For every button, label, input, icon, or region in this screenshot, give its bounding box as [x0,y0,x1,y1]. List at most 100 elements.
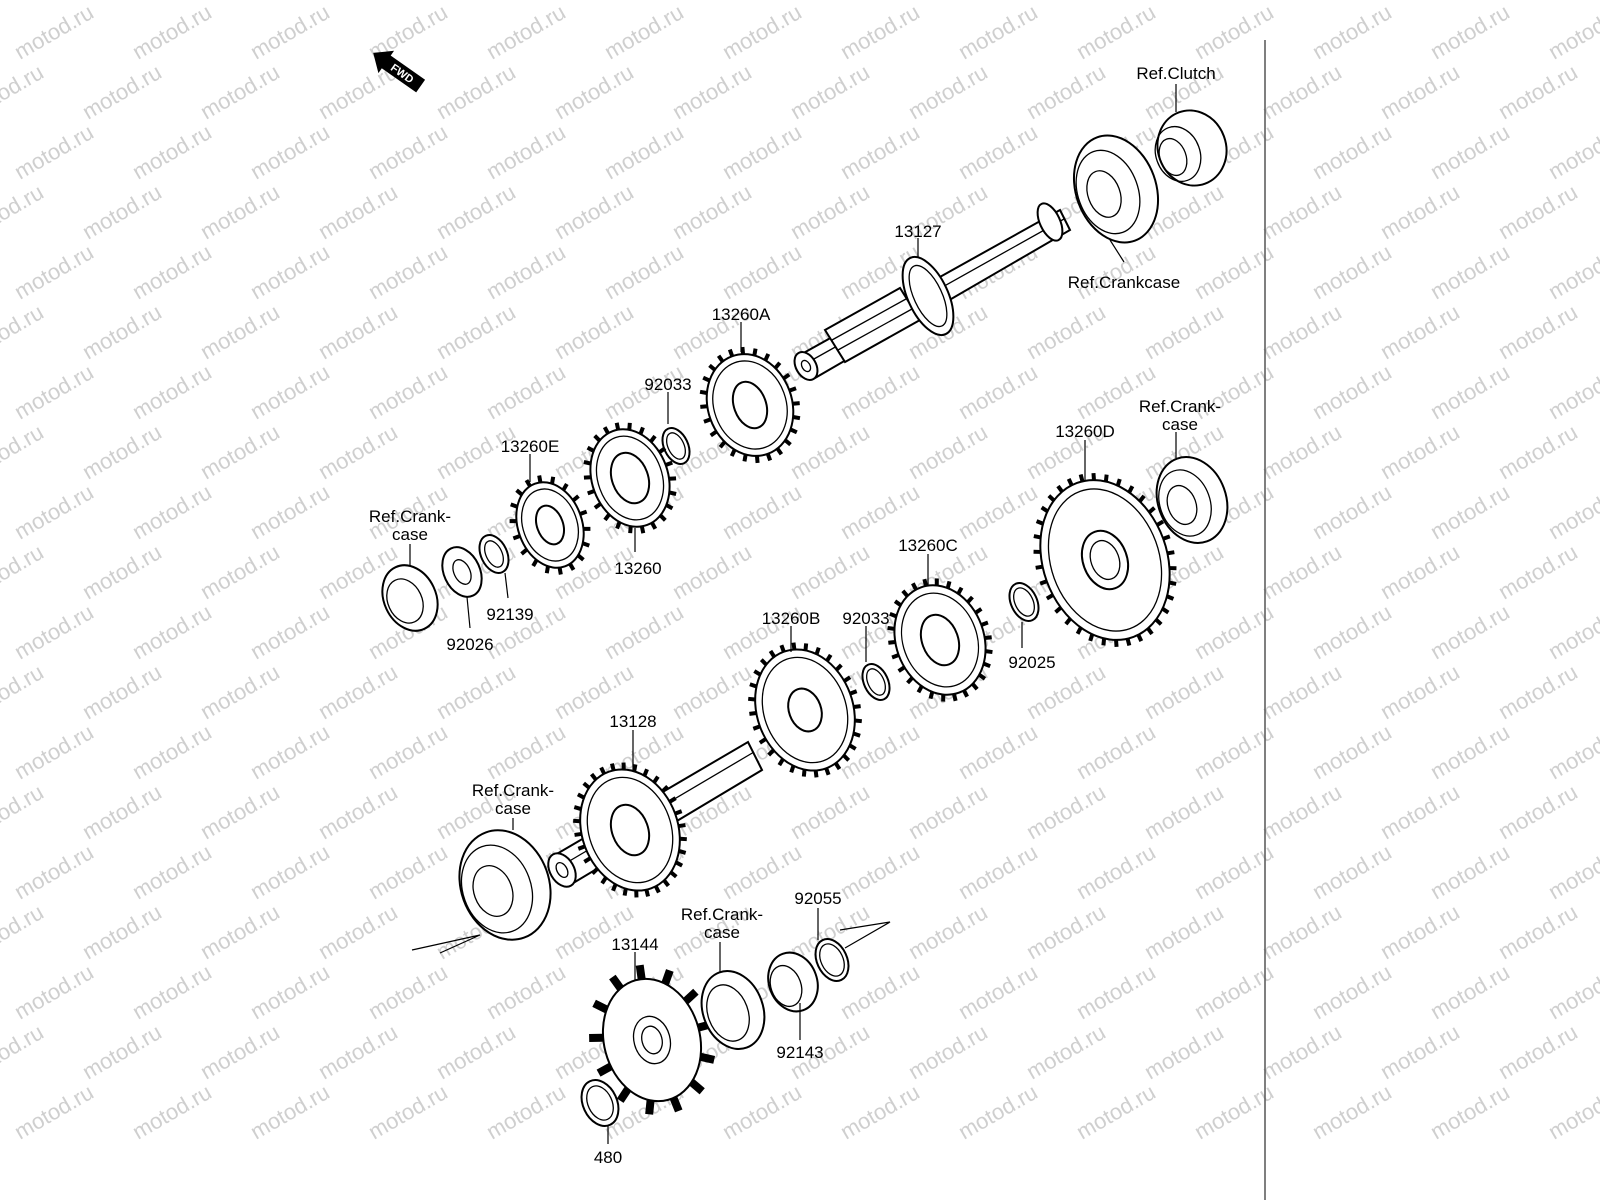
watermark-text: motod.ru [836,839,924,904]
watermark-text: motod.ru [718,239,806,304]
watermark-text: motod.ru [786,179,874,244]
watermark-text: motod.ru [1426,0,1514,64]
gear-tooth [788,386,797,393]
watermark-text: motod.ru [246,839,334,904]
gear-tooth [709,429,718,438]
gear-13260b [747,642,863,778]
watermark-text: motod.ru [10,239,98,304]
watermark-text: motod.ru [0,539,48,604]
gear-tooth [893,599,902,607]
gear-tooth [742,454,748,462]
gear-tooth [1035,564,1043,570]
gear-13260d-teeth [1033,472,1177,648]
watermark-text: motod.ru [1426,599,1514,664]
gear-tooth [779,644,786,653]
gear-13260e-teeth [509,475,591,575]
gear-tooth [515,488,524,497]
watermark-text: motod.ru [10,719,98,784]
watermark-text: motod.ru [196,899,284,964]
watermark-text: motod.ru [1258,779,1346,844]
gear-tooth [813,770,819,778]
watermark-text: motod.ru [196,0,284,4]
gear-tooth [729,448,737,457]
watermark-text: motod.ru [78,1019,166,1084]
watermark-text: motod.ru [78,539,166,604]
watermark-text: motod.ru [954,359,1042,424]
gear-tooth [582,541,590,548]
gear-tooth [906,676,914,685]
watermark-text: motod.ru [1140,899,1228,964]
gear-tooth [782,372,791,381]
watermark-text: motod.ru [550,0,638,4]
watermark-text: motod.ru [1022,779,1110,844]
label-13260d: 13260D [1055,422,1115,441]
watermark-text: motod.ru [1258,419,1346,484]
gear-tooth [1056,484,1064,493]
label-13260a: 13260A [712,305,771,324]
gear-tooth [962,689,969,698]
gear-tooth [1035,519,1044,526]
watermark-text: motod.ru [1258,299,1346,364]
watermark-text: motod.ru [1544,119,1600,184]
watermark-text: motod.ru [954,719,1042,784]
watermark-text: motod.ru [128,359,216,424]
label-13260: 13260 [614,559,661,578]
label-13128: 13128 [609,712,656,731]
gear-tooth [852,731,861,738]
gear-tooth [638,426,645,435]
watermark-text: motod.ru [1376,299,1464,364]
gear-tooth [654,885,661,894]
watermark-text: motod.ru [246,239,334,304]
gear-tooth [628,525,633,534]
watermark-text: motod.ru [0,1019,48,1084]
oil-seal-bottom [700,970,766,1050]
gear-tooth [571,494,580,503]
gear-tooth [848,743,857,751]
gear-tooth [609,763,616,771]
gear-tooth [531,558,539,568]
watermark-text: motod.ru [1308,0,1396,64]
watermark-text: motod.ru [600,599,688,664]
watermark-text: motod.ru [196,179,284,244]
gear-tooth [593,502,602,510]
gear-tooth [888,640,896,645]
watermark-text: motod.ru [1022,0,1110,4]
label-13260c: 13260C [898,536,958,555]
gear-13128 [573,762,687,898]
gear-tooth [978,673,987,681]
watermark-text: motod.ru [954,839,1042,904]
gear-tooth [752,724,761,731]
gear-tooth [753,669,762,677]
gear-tooth [702,375,711,383]
label-ref-crankcase-bottom-line1: Ref.Crank- [681,905,763,924]
gear-tooth [984,635,992,640]
watermark-text: motod.ru [1494,1019,1582,1084]
watermark-text: motod.ru [1494,659,1582,724]
gear-tooth [966,595,974,604]
watermark-text: motod.ru [1544,719,1600,784]
watermark-text: motod.ru [1426,719,1514,784]
watermark-text: motod.ru [1140,779,1228,844]
gear-tooth [574,831,582,837]
gear-tooth [716,354,725,363]
gear-tooth [622,888,628,896]
watermark-text: motod.ru [10,479,98,544]
watermark-text: motod.ru [550,59,638,124]
gear-tooth [599,766,606,775]
gear-tooth [699,1052,716,1064]
watermark-text: motod.ru [196,659,284,724]
gear-tooth [768,649,776,658]
gear-tooth [758,737,767,745]
gear-tooth [679,836,687,842]
watermark-text: motod.ru [0,779,48,844]
watermark-text: motod.ru [432,659,520,724]
gear-tooth [767,748,775,757]
gear-tooth [583,526,591,531]
gear-tooth [614,422,621,431]
collar-92143 [767,951,819,1013]
gear-tooth [952,693,958,702]
watermark-text: motod.ru [314,899,402,964]
watermark-text: motod.ru [10,839,98,904]
watermark-text: motod.ru [482,959,570,1024]
